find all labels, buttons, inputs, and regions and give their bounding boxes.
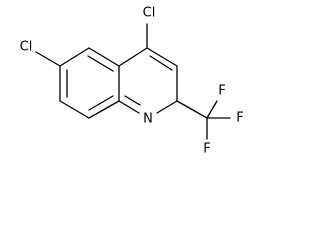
bonds: [35, 23, 231, 140]
bond-c4-c4a: [118, 47, 148, 67]
bond-c8-c8a: [88, 100, 120, 119]
atom-f-bottom: F: [203, 142, 210, 157]
bond-c4-c3: [146, 47, 178, 67]
bond-n1-c8a: [118, 100, 140, 114]
bond-c4-c3-inner: [149, 55, 173, 71]
bond-cf3-f-top: [206, 100, 218, 119]
atom-cl-c6: Cl: [20, 40, 33, 55]
atom-n1: N: [143, 112, 153, 127]
atom-f-right: F: [236, 111, 243, 126]
bond-c8-c8a-inner: [88, 95, 114, 111]
atom-cl-c4: Cl: [143, 6, 156, 21]
bond-c5-c6: [59, 47, 90, 67]
bond-c7-c8: [59, 100, 90, 119]
bond-n1-c8a-inner: [124, 95, 141, 106]
atom-labels: Cl Cl N F F F: [20, 6, 244, 157]
atom-f-top: F: [218, 84, 225, 99]
bond-c2-cf3: [176, 100, 208, 119]
bond-c6-cl: [35, 51, 61, 67]
bond-c2-n1: [156, 100, 178, 114]
bond-c4a-c5-inner: [87, 55, 114, 72]
bond-c4a-c5: [88, 47, 120, 67]
molecule-structure-diagram: Cl Cl N F F F: [20, 6, 244, 157]
